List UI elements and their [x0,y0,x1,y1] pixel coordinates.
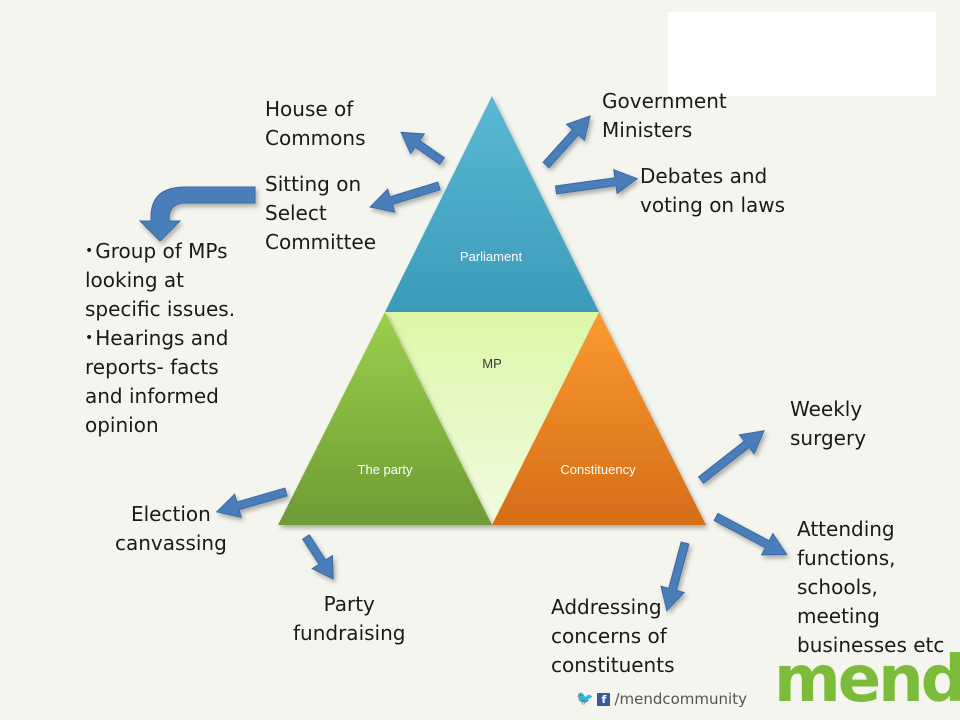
mp-label: MP [482,356,502,371]
select-committee-bullets: Group of MPs looking at specific issues.… [85,237,255,440]
label-government-ministers: Government Ministers [602,89,727,142]
mend-logo: mend [774,643,960,717]
party-label: The party [358,462,413,477]
parliament-label: Parliament [460,249,523,264]
facebook-icon: f [597,692,611,706]
social-handle: /mendcommunity [614,690,747,708]
arrow-curved-select-committee [138,186,256,242]
arrow-government-ministers [542,115,591,169]
arrow-debates [554,169,639,195]
label-election-canvassing: Election canvassing [115,502,227,555]
label-addressing: Addressing concerns of constituents [551,595,675,677]
bullet-item: Hearings and reports- facts and informed… [85,324,255,440]
arrow-weekly-surgery [697,430,765,484]
arrow-addressing [660,541,690,612]
label-debates: Debates and voting on laws [640,164,786,217]
label-select-committee: Sitting on Select Committee [265,172,377,254]
arrow-attending [713,512,788,556]
social-footer: 🐦 f /mendcommunity [576,690,747,708]
label-attending: Attending functions, schools, meeting bu… [797,517,945,657]
arrow-select-committee [369,181,441,213]
constituency-label: Constituency [560,462,636,477]
arrow-house-of-commons [400,131,445,165]
bullet-item: Group of MPs looking at specific issues. [85,237,255,324]
label-house-of-commons: House of Commons [265,97,366,150]
arrow-election-canvassing [215,487,288,518]
twitter-icon: 🐦 [576,691,594,707]
parliament-triangle [385,96,599,312]
mp-triangle [385,312,599,525]
label-weekly-surgery: Weekly surgery [790,397,867,450]
label-party-fundraising: Party fundraising [293,592,406,645]
party-triangle [278,312,492,525]
arrow-party-fundraising [301,534,334,580]
constituency-triangle [492,312,706,525]
blank-panel [668,12,936,96]
